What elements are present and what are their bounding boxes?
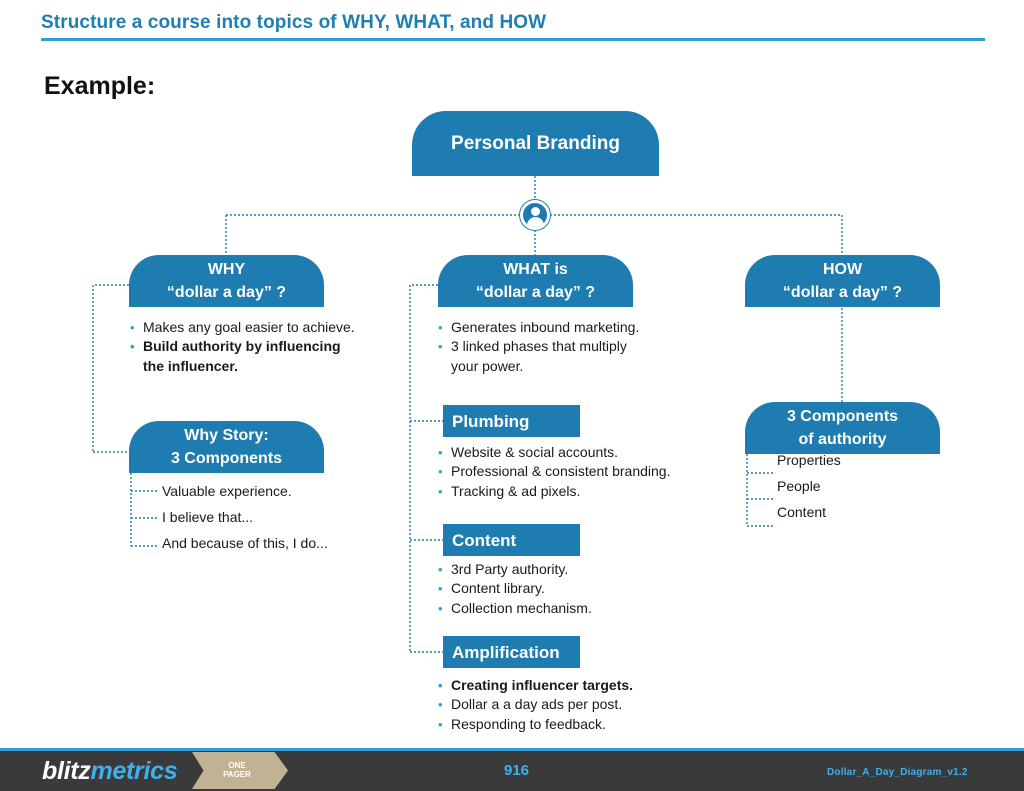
amplification-node: Amplification	[443, 636, 580, 668]
plumbing-bullet: Professional & consistent branding.	[438, 462, 698, 482]
components-line2: of authority	[798, 431, 887, 448]
plumbing-node: Plumbing	[443, 405, 580, 437]
amplification-bullet: Responding to feedback.	[438, 715, 668, 735]
what-line2: “dollar a day” ?	[475, 284, 596, 301]
why-story-line1: Why Story:	[184, 427, 269, 444]
footer-bar	[0, 748, 1024, 791]
content-bullet: Content library.	[438, 579, 668, 599]
what-line1: WHAT is	[503, 261, 568, 278]
components-list: Properties People Content	[777, 452, 841, 538]
footer-accent-line	[0, 748, 1024, 751]
root-label: Personal Branding	[451, 133, 620, 154]
what-bullet: 3 linked phases that multiply your power…	[438, 337, 653, 376]
page-number: 916	[504, 762, 530, 779]
amplification-bullet-list: Creating influencer targets. Dollar a a …	[438, 676, 668, 735]
plumbing-label: Plumbing	[452, 411, 530, 431]
list-item: Properties	[777, 452, 841, 468]
amplification-bullet: Dollar a a day ads per post.	[438, 695, 668, 715]
content-node: Content	[443, 524, 580, 556]
how-line2: “dollar a day” ?	[782, 284, 903, 301]
logo-blitz: blitz	[42, 757, 91, 785]
list-item: And because of this, I do...	[162, 535, 328, 551]
why-line2: “dollar a day” ?	[166, 284, 287, 301]
why-story-line2: 3 Components	[170, 450, 283, 467]
list-item: I believe that...	[162, 509, 254, 525]
components-line1: 3 Components	[786, 408, 899, 425]
plumbing-bullet: Website & social accounts.	[438, 443, 698, 463]
example-label: Example:	[44, 72, 156, 100]
document-id: Dollar_A_Day_Diagram_v1.2	[827, 767, 968, 778]
why-node: WHY “dollar a day” ?	[129, 255, 324, 307]
page-title: Structure a course into topics of WHY, W…	[41, 12, 547, 33]
one-pager-line2: PAGER	[223, 770, 251, 779]
one-pager-line1: ONE	[228, 761, 246, 770]
one-pager-label: ONE PAGER	[222, 761, 252, 779]
list-item: Valuable experience.	[162, 483, 292, 499]
why-story-node: Why Story: 3 Components	[129, 421, 324, 473]
how-node: HOW “dollar a day” ?	[745, 255, 940, 307]
what-bullet-list: Generates inbound marketing. 3 linked ph…	[438, 318, 668, 376]
why-story-list: Valuable experience. I believe that... A…	[162, 478, 328, 556]
what-bullet: Generates inbound marketing.	[438, 318, 668, 338]
why-bullet: Makes any goal easier to achieve.	[130, 318, 380, 338]
why-bullet-list: Makes any goal easier to achieve. Build …	[130, 318, 380, 376]
content-bullet: Collection mechanism.	[438, 599, 668, 619]
content-label: Content	[452, 530, 517, 550]
list-item: People	[777, 478, 821, 494]
how-line1: HOW	[822, 261, 863, 278]
plumbing-bullet-list: Website & social accounts. Professional …	[438, 443, 698, 502]
person-icon	[520, 200, 550, 230]
amplification-label: Amplification	[452, 642, 560, 662]
blitzmetrics-logo: blitzmetrics	[42, 757, 178, 786]
why-bullet: Build authority by influencing the influ…	[130, 337, 345, 376]
components-of-authority-node: 3 Components of authority	[745, 402, 940, 454]
why-line1: WHY	[207, 261, 246, 278]
one-pager-tag	[192, 752, 288, 789]
content-bullet-list: 3rd Party authority. Content library. Co…	[438, 560, 668, 619]
logo-metrics: metrics	[90, 757, 178, 785]
amplification-bullet: Creating influencer targets.	[438, 676, 668, 696]
root-node-personal-branding: Personal Branding	[412, 111, 659, 176]
list-item: Content	[777, 504, 827, 520]
plumbing-bullet: Tracking & ad pixels.	[438, 482, 698, 502]
header-divider	[41, 38, 985, 41]
content-bullet: 3rd Party authority.	[438, 560, 668, 580]
what-node: WHAT is “dollar a day” ?	[438, 255, 633, 307]
